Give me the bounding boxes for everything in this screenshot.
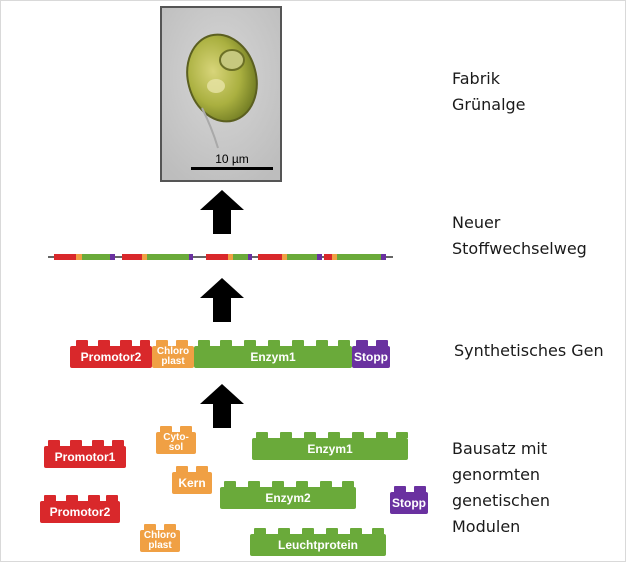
up-arrow-icon	[200, 384, 244, 428]
kit-enzym1-module: Enzym1	[252, 432, 408, 460]
module-label: Chloro plast	[156, 346, 190, 367]
synthetic-gene-enzym1-module: Enzym1	[194, 340, 352, 368]
module-label: Enzym2	[265, 491, 311, 505]
pathway-label: Neuer Stoffwechselweg	[452, 213, 587, 258]
module-label: Enzym1	[307, 442, 353, 456]
up-arrow-icon	[200, 278, 244, 322]
kit-label: Bausatz mit genormten genetischen Module…	[452, 439, 550, 536]
module-label: Leuchtprotein	[278, 538, 358, 552]
kit-enzym2-module: Enzym2	[220, 481, 356, 509]
module-label: Promotor1	[54, 450, 116, 464]
kit-chloroplast-module: Chloro plast	[140, 524, 180, 552]
kit-leuchtprotein-module: Leuchtprotein	[250, 528, 386, 556]
module-label: Stopp	[392, 496, 426, 510]
factory-label: Fabrik Grünalge	[452, 69, 526, 114]
module-label: Cyto- sol	[163, 432, 189, 453]
alga-cell-drawing	[162, 8, 280, 180]
synthetic-gene-label: Synthetisches Gen	[454, 341, 604, 360]
module-label: Promotor2	[49, 505, 111, 519]
synthetic-gene-stopp-module: Stopp	[352, 340, 390, 368]
kit-promotor2-module: Promotor2	[40, 495, 120, 523]
module-label: Promotor2	[80, 350, 142, 364]
module-label: Kern	[178, 476, 206, 490]
kit-stopp-module: Stopp	[390, 486, 428, 514]
kit-cytosol-module: Cyto- sol	[156, 426, 196, 454]
up-arrow-icon	[200, 190, 244, 234]
scale-label: 10 µm	[215, 152, 249, 166]
pathway-strand	[48, 254, 393, 260]
module-label: Stopp	[354, 350, 388, 364]
module-label: Enzym1	[250, 350, 296, 364]
alga-microscope-image: 10 µm	[160, 6, 282, 182]
kit-promotor1-module: Promotor1	[44, 440, 126, 468]
kit-kern-module: Kern	[172, 466, 212, 494]
module-label: Chloro plast	[143, 530, 177, 551]
scale-bar	[191, 167, 273, 170]
synthetic-gene-chloroplast-module: Chloro plast	[152, 340, 194, 368]
synthetic-gene-promotor2-module: Promotor2	[70, 340, 152, 368]
